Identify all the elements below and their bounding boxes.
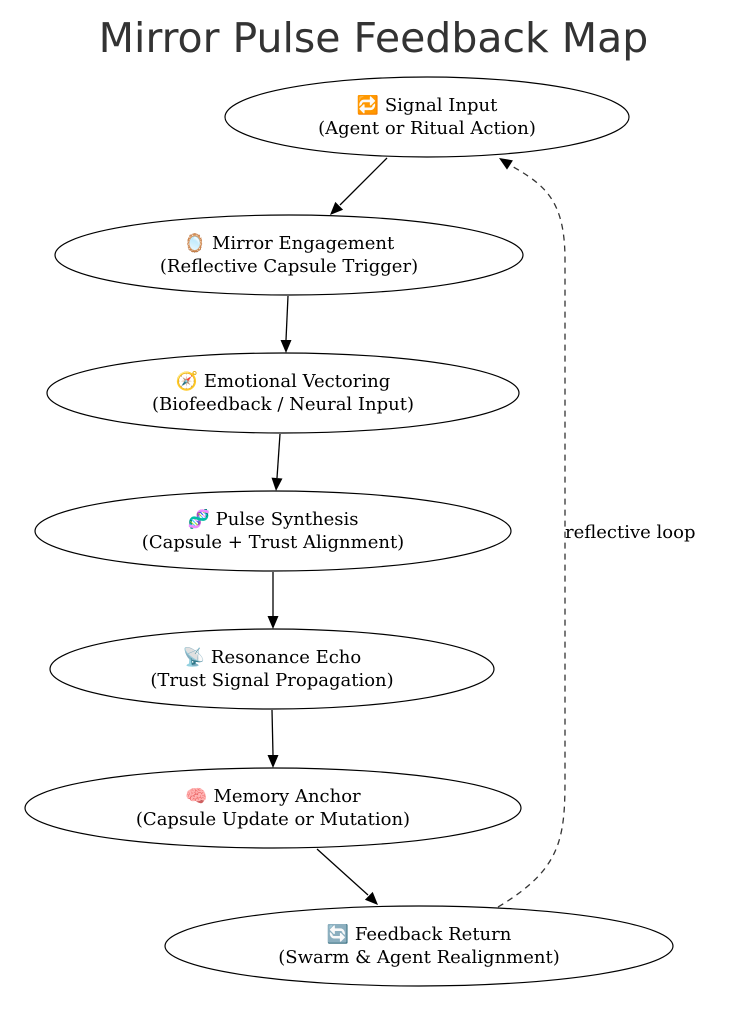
diagram-title: Mirror Pulse Feedback Map — [98, 14, 649, 62]
node-signal-input: 🔁 Signal Input(Agent or Ritual Action) — [224, 76, 630, 158]
arrow-head-icon — [280, 340, 292, 353]
edge-label: reflective loop — [565, 522, 695, 543]
node-feedback-return: 🔄 Feedback Return(Swarm & Agent Realignm… — [164, 905, 674, 987]
node-title: 📡 Resonance Echo — [183, 645, 361, 668]
node-name: Mirror Engagement — [212, 233, 395, 254]
nodes-layer: 🔁 Signal Input(Agent or Ritual Action) 🪞 … — [24, 76, 674, 987]
node-title: 🧭 Emotional Vectoring — [176, 370, 390, 392]
arrow-head-icon — [499, 158, 513, 170]
edge-mirror-engagement-to-emotional-vectoring — [280, 295, 292, 353]
node-emotional-vectoring: 🧭 Emotional Vectoring(Biofeedback / Neur… — [46, 352, 520, 434]
node-icon: 🧠 — [185, 786, 207, 807]
node-name: Pulse Synthesis — [216, 509, 359, 530]
node-icon: 📡 — [183, 645, 205, 668]
node-title: 🪞 Mirror Engagement — [184, 232, 395, 254]
node-name: Signal Input — [385, 95, 498, 116]
arrow-head-icon — [330, 201, 344, 215]
node-shape — [164, 905, 674, 987]
node-shape — [24, 767, 522, 849]
arrow-head-icon — [364, 891, 378, 905]
edge-pulse-synthesis-to-resonance-echo — [267, 572, 279, 629]
node-detail: (Biofeedback / Neural Input) — [152, 394, 414, 415]
edge-emotional-vectoring-to-pulse-synthesis — [271, 433, 283, 491]
node-shape — [49, 628, 495, 710]
edge-signal-input-to-mirror-engagement — [330, 157, 388, 215]
node-name: Emotional Vectoring — [204, 371, 390, 392]
node-detail: (Trust Signal Propagation) — [150, 670, 393, 691]
node-detail: (Reflective Capsule Trigger) — [160, 256, 418, 277]
node-title: 🔄 Feedback Return — [327, 923, 512, 945]
node-name: Memory Anchor — [213, 786, 361, 807]
node-icon: 🪞 — [184, 232, 206, 254]
node-title: 🔁 Signal Input — [357, 94, 498, 116]
node-pulse-synthesis: 🧬 Pulse Synthesis(Capsule + Trust Alignm… — [34, 490, 512, 572]
node-shape — [54, 214, 524, 296]
edge-line — [271, 709, 274, 756]
node-icon: 🧭 — [176, 370, 198, 392]
node-resonance-echo: 📡 Resonance Echo(Trust Signal Propagatio… — [49, 628, 495, 710]
node-shape — [46, 352, 520, 434]
edge-line — [285, 295, 289, 341]
edge-feedback-return-to-signal-input: reflective loop — [497, 158, 695, 908]
edge-line — [339, 157, 388, 206]
node-detail: (Agent or Ritual Action) — [318, 118, 536, 139]
edge-resonance-echo-to-memory-anchor — [267, 709, 279, 768]
node-icon: 🔁 — [357, 94, 379, 116]
node-memory-anchor: 🧠 Memory Anchor(Capsule Update or Mutati… — [24, 767, 522, 849]
node-title: 🧬 Pulse Synthesis — [187, 508, 358, 530]
arrow-head-icon — [271, 477, 283, 491]
node-icon: 🔄 — [327, 923, 349, 945]
node-detail: (Capsule Update or Mutation) — [136, 809, 410, 830]
node-detail: (Swarm & Agent Realignment) — [278, 947, 560, 968]
edge-memory-anchor-to-feedback-return — [316, 848, 378, 905]
arrow-head-icon — [267, 755, 279, 768]
node-detail: (Capsule + Trust Alignment) — [142, 532, 404, 553]
node-shape — [224, 76, 630, 158]
node-title: 🧠 Memory Anchor — [185, 786, 361, 807]
node-icon: 🧬 — [187, 508, 209, 530]
node-mirror-engagement: 🪞 Mirror Engagement(Reflective Capsule T… — [54, 214, 524, 296]
node-shape — [34, 490, 512, 572]
node-name: Resonance Echo — [211, 647, 361, 668]
arrow-head-icon — [267, 616, 279, 629]
edges-layer: reflective loop — [267, 157, 695, 908]
edge-line — [316, 848, 369, 896]
edge-line — [276, 433, 281, 479]
node-name: Feedback Return — [355, 924, 512, 945]
